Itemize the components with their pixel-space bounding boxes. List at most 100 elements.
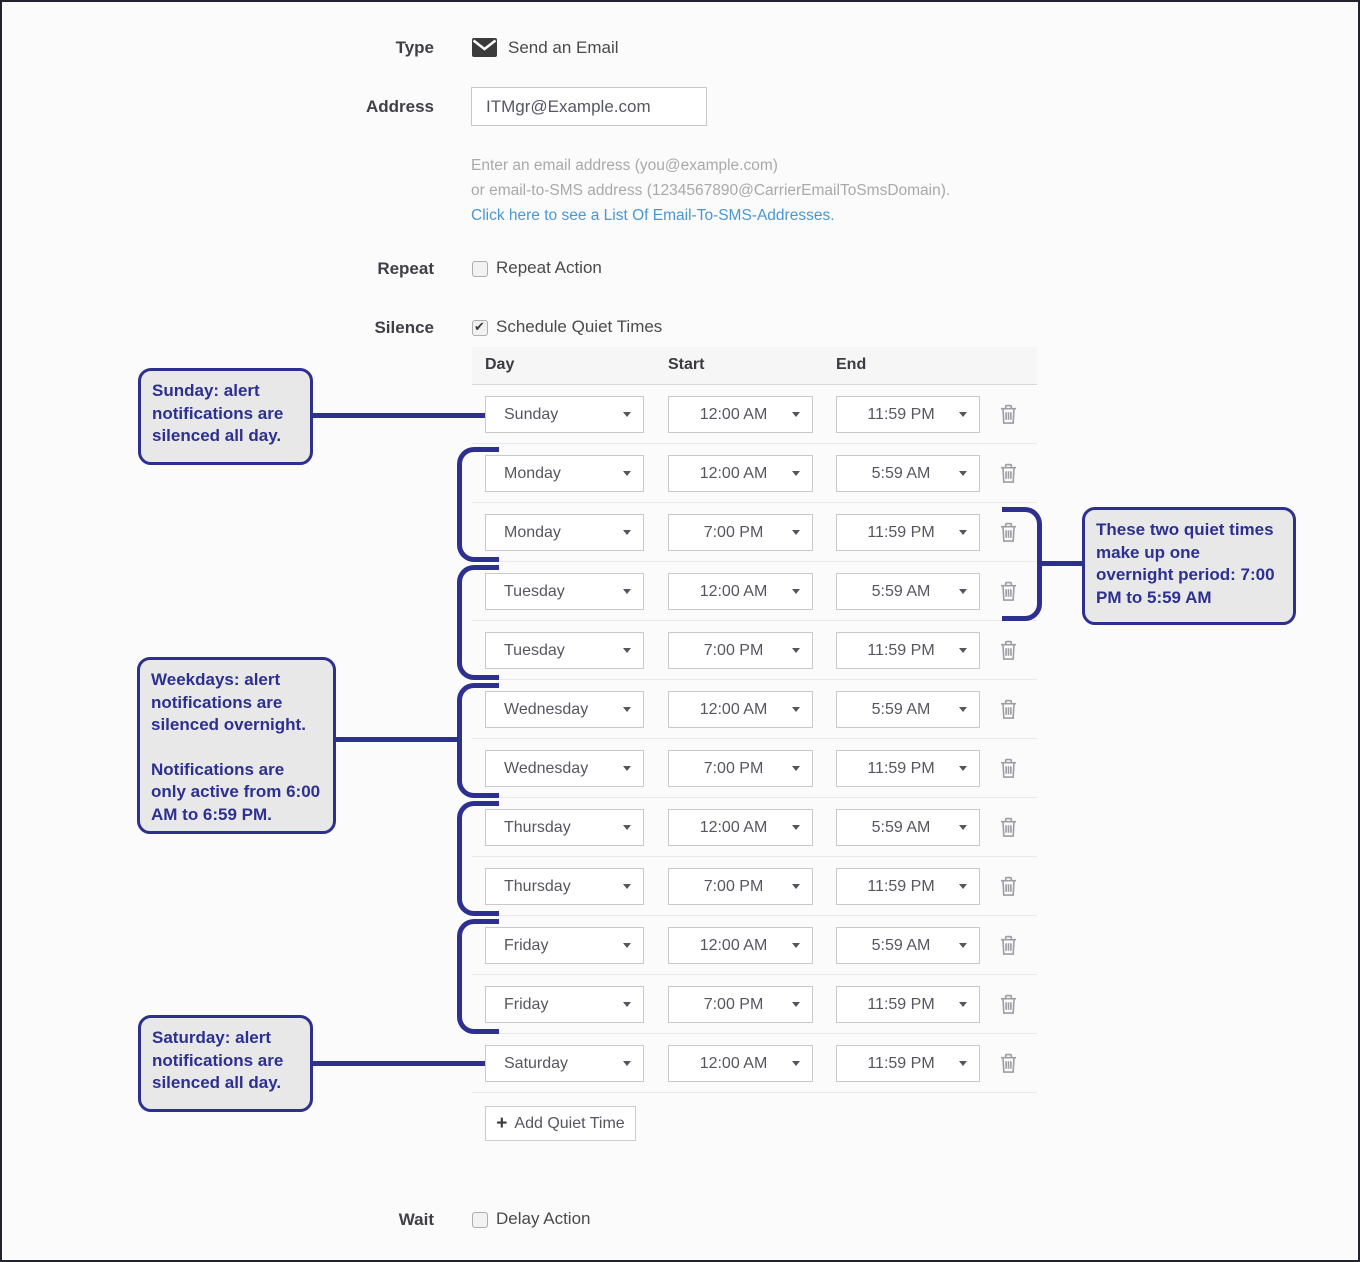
end-time-select[interactable]: 5:59 AM (836, 809, 980, 846)
day-select[interactable]: Wednesday (485, 750, 644, 787)
end-time-select[interactable]: 11:59 PM (836, 514, 980, 551)
delay-action-checkbox[interactable] (472, 1212, 488, 1228)
weekdays-callout-line (332, 737, 459, 742)
day-select[interactable]: Monday (485, 514, 644, 551)
trash-icon[interactable] (1000, 463, 1017, 484)
start-time-select[interactable]: 7:00 PM (668, 514, 813, 551)
trash-icon[interactable] (1000, 1053, 1017, 1074)
trash-icon[interactable] (1000, 640, 1017, 661)
chevron-down-icon (792, 530, 800, 535)
repeat-action-checkbox-label: Repeat Action (496, 258, 602, 277)
sms-addresses-link[interactable]: Click here to see a List Of Email-To-SMS… (471, 207, 835, 224)
day-select[interactable]: Thursday (485, 868, 644, 905)
address-help-line2: or email-to-SMS address (1234567890@Carr… (471, 182, 951, 199)
start-time-select[interactable]: 12:00 AM (668, 1045, 813, 1082)
chevron-down-icon (792, 471, 800, 476)
start-time-value: 7:00 PM (703, 877, 764, 895)
start-time-select[interactable]: 7:00 PM (668, 868, 813, 905)
start-time-select[interactable]: 7:00 PM (668, 750, 813, 787)
start-time-value: 12:00 AM (699, 1054, 768, 1072)
start-time-select[interactable]: 12:00 AM (668, 573, 813, 610)
chevron-down-icon (623, 707, 631, 712)
start-time-value: 12:00 AM (699, 405, 768, 423)
add-quiet-time-button[interactable]: + Add Quiet Time (485, 1106, 636, 1141)
day-select-value: Wednesday (504, 700, 589, 718)
trash-icon[interactable] (1000, 935, 1017, 956)
add-quiet-time-label: Add Quiet Time (514, 1114, 625, 1132)
end-time-value: 11:59 PM (867, 877, 935, 895)
end-time-select[interactable]: 11:59 PM (836, 986, 980, 1023)
day-select[interactable]: Tuesday (485, 632, 644, 669)
saturday-callout-line (309, 1061, 485, 1066)
start-time-value: 7:00 PM (703, 641, 764, 659)
bracket-friday (457, 919, 499, 1034)
day-select[interactable]: Tuesday (485, 573, 644, 610)
address-label: Address (365, 97, 434, 116)
chevron-down-icon (959, 1002, 967, 1007)
chevron-down-icon (792, 1002, 800, 1007)
weekdays-callout-paragraph2: Notifications are only active from 6:00 … (151, 759, 321, 824)
trash-icon[interactable] (1000, 699, 1017, 720)
start-time-value: 7:00 PM (703, 523, 764, 541)
chevron-down-icon (792, 884, 800, 889)
end-time-value: 11:59 PM (867, 995, 935, 1013)
chevron-down-icon (792, 648, 800, 653)
wait-label: Wait (398, 1210, 434, 1229)
trash-icon[interactable] (1000, 404, 1017, 425)
repeat-label: Repeat (377, 259, 434, 278)
start-time-select[interactable]: 7:00 PM (668, 986, 813, 1023)
end-time-select[interactable]: 5:59 AM (836, 573, 980, 610)
end-time-select[interactable]: 11:59 PM (836, 396, 980, 433)
chevron-down-icon (623, 648, 631, 653)
day-select-value: Wednesday (504, 759, 589, 777)
day-select[interactable]: Friday (485, 986, 644, 1023)
chevron-down-icon (959, 1061, 967, 1066)
end-time-select[interactable]: 5:59 AM (836, 691, 980, 728)
address-help-line1: Enter an email address (you@example.com) (471, 157, 778, 174)
start-time-value: 12:00 AM (699, 582, 768, 600)
day-select[interactable]: Sunday (485, 396, 644, 433)
day-select[interactable]: Wednesday (485, 691, 644, 728)
quiet-time-row: Friday 12:00 AM 5:59 AM (472, 916, 1037, 975)
day-select-value: Tuesday (504, 641, 565, 659)
chevron-down-icon (792, 589, 800, 594)
day-select[interactable]: Monday (485, 455, 644, 492)
address-input[interactable] (471, 87, 707, 126)
start-time-value: 12:00 AM (699, 936, 768, 954)
chevron-down-icon (792, 943, 800, 948)
quiet-time-row: Wednesday 7:00 PM 11:59 PM (472, 739, 1037, 798)
end-time-select[interactable]: 5:59 AM (836, 455, 980, 492)
trash-icon[interactable] (1000, 817, 1017, 838)
chevron-down-icon (959, 412, 967, 417)
quiet-times-header-row: Day Start End (472, 347, 1037, 385)
column-header-day: Day (485, 356, 515, 373)
schedule-quiet-times-checkbox[interactable] (472, 319, 488, 336)
repeat-action-checkbox[interactable] (472, 261, 488, 277)
type-value: Send an Email (508, 38, 619, 57)
day-select[interactable]: Thursday (485, 809, 644, 846)
start-time-select[interactable]: 12:00 AM (668, 691, 813, 728)
end-time-select[interactable]: 11:59 PM (836, 868, 980, 905)
day-select[interactable]: Friday (485, 927, 644, 964)
chevron-down-icon (623, 1002, 631, 1007)
start-time-select[interactable]: 12:00 AM (668, 396, 813, 433)
end-time-select[interactable]: 11:59 PM (836, 632, 980, 669)
trash-icon[interactable] (1000, 876, 1017, 897)
day-select-value: Friday (504, 995, 549, 1013)
start-time-select[interactable]: 12:00 AM (668, 927, 813, 964)
end-time-select[interactable]: 11:59 PM (836, 1045, 980, 1082)
trash-icon[interactable] (1000, 758, 1017, 779)
start-time-value: 12:00 AM (699, 700, 768, 718)
end-time-select[interactable]: 5:59 AM (836, 927, 980, 964)
start-time-select[interactable]: 12:00 AM (668, 809, 813, 846)
trash-icon[interactable] (1000, 994, 1017, 1015)
end-time-value: 11:59 PM (867, 641, 935, 659)
day-select-value: Friday (504, 936, 549, 954)
trash-icon[interactable] (1000, 581, 1017, 602)
start-time-select[interactable]: 12:00 AM (668, 455, 813, 492)
start-time-select[interactable]: 7:00 PM (668, 632, 813, 669)
day-select[interactable]: Saturday (485, 1045, 644, 1082)
quiet-time-row: Monday 7:00 PM 11:59 PM (472, 503, 1037, 562)
quiet-time-row: Tuesday 7:00 PM 11:59 PM (472, 621, 1037, 680)
end-time-select[interactable]: 11:59 PM (836, 750, 980, 787)
